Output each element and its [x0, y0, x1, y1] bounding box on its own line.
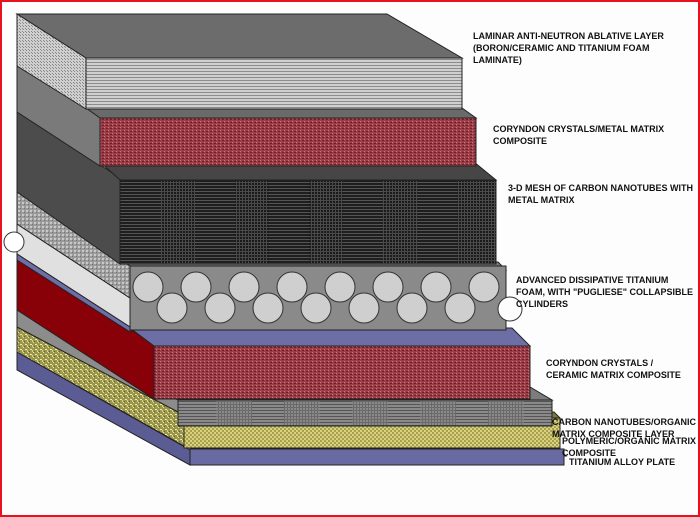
foam-cylinder — [396, 292, 428, 324]
mesh-blocks — [161, 181, 495, 263]
foam-cylinder — [180, 271, 212, 303]
layer-coryndon-metal — [16, 65, 478, 167]
foam-cylinder — [324, 271, 356, 303]
layer-laminar — [15, 13, 464, 110]
foam-cylinder — [300, 292, 332, 324]
foam-cylinder — [204, 292, 236, 324]
foam-cylinder — [228, 271, 260, 303]
foam-cylinders — [3, 231, 523, 324]
foam-cylinder — [420, 271, 452, 303]
layer-nanotube-mesh — [16, 109, 498, 299]
nanotube-organic-blocks — [216, 401, 524, 425]
foam-cylinder — [132, 271, 164, 303]
layer-titanium-foam — [3, 223, 523, 333]
foam-cylinder — [156, 292, 188, 324]
label-nanotube-mesh: 3-D MESH OF CARBON NANOTUBES WITH METAL … — [508, 183, 693, 205]
layer-coryndon-ceramic — [16, 259, 532, 400]
foam-cylinder — [252, 292, 284, 324]
label-laminar: LAMINAR ANTI-NEUTRON ABLATIVE LAYER (BOR… — [473, 31, 664, 65]
label-coryndon-ceramic: CORYNDON CRYSTALS / CERAMIC MATRIX COMPO… — [546, 358, 681, 380]
foam-cylinder — [372, 271, 404, 303]
foam-cylinder — [468, 271, 500, 303]
label-coryndon-metal: CORYNDON CRYSTALS/METAL MATRIX COMPOSITE — [493, 124, 665, 146]
foam-cylinder — [276, 271, 308, 303]
label-titanium-plate: TITANIUM ALLOY PLATE — [569, 457, 676, 467]
foam-side-cylinder — [3, 231, 25, 253]
foam-cylinder — [348, 292, 380, 324]
foam-edge-cylinder — [497, 296, 523, 322]
foam-cylinder — [444, 292, 476, 324]
layer-titanium-plate — [16, 351, 568, 466]
label-nanotube-organic: CARBON NANOTUBES/ORGANIC MATRIX COMPOSIT… — [552, 417, 696, 439]
label-polymeric: POLYMERIC/ORGANIC MATRIX COMPOSITE — [562, 436, 697, 458]
label-titanium-foam: ADVANCED DISSIPATIVE TITANIUM FOAM, WITH… — [516, 275, 694, 309]
